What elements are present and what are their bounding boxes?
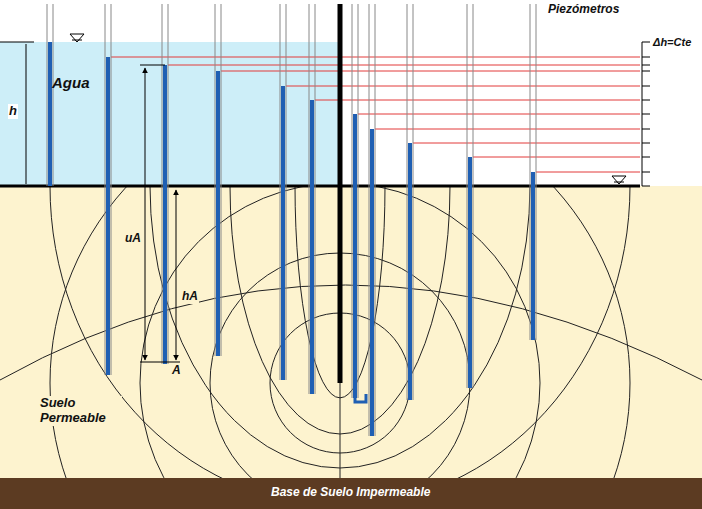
piezometer-water xyxy=(408,143,412,400)
piezometer-tube xyxy=(352,4,353,398)
head-line xyxy=(315,100,640,101)
scale-tick xyxy=(642,172,650,173)
piezometer-water xyxy=(353,114,357,398)
piezometer-title: Piezómetros xyxy=(548,3,619,17)
region-label: Agua xyxy=(52,74,90,91)
head-line xyxy=(375,129,640,130)
head-line xyxy=(221,71,640,72)
scale-tick xyxy=(642,114,650,115)
piezometer-tube xyxy=(407,4,408,400)
dimension-label: uA xyxy=(124,232,142,246)
head-step-label: Δh=Cte xyxy=(652,36,692,49)
piezometer-water xyxy=(48,42,52,186)
head-line xyxy=(168,65,640,66)
piezometer-tube xyxy=(369,4,370,436)
region-label: Suelo Permeable xyxy=(38,396,122,426)
piezometer-tube xyxy=(280,4,281,380)
piezometer-water xyxy=(370,129,374,436)
scale-tick xyxy=(642,71,650,72)
piezometer-water xyxy=(281,86,285,380)
piezometer-tube xyxy=(358,4,359,398)
piezometer-water xyxy=(106,57,110,375)
piezometer-tube xyxy=(413,4,414,400)
scale-tick xyxy=(642,65,650,66)
piezometer-tube xyxy=(473,4,474,388)
scale-tick xyxy=(642,186,650,187)
head-line xyxy=(413,143,640,144)
piezometer-water xyxy=(310,100,314,394)
dimension-label: hA xyxy=(181,290,199,304)
piezometer-tube xyxy=(221,4,222,356)
scale-tick xyxy=(642,57,650,58)
scale-tick xyxy=(642,86,650,87)
piezometer-tube xyxy=(375,4,376,436)
scale-tick xyxy=(642,157,650,158)
piezometer-tube xyxy=(105,4,106,375)
piezometer-water xyxy=(163,65,167,364)
impermeable-base: Base de Suelo Impermeable xyxy=(0,478,702,509)
scale-tick xyxy=(642,129,650,130)
piezometer-tube xyxy=(215,4,216,356)
piezometer-tube xyxy=(467,4,468,388)
head-line xyxy=(473,157,640,158)
piezometer-tube xyxy=(111,4,112,375)
piezometer-water xyxy=(216,71,220,356)
head-line xyxy=(358,114,640,115)
region-label: Base de Suelo Impermeable xyxy=(271,486,430,500)
piezometer-tube xyxy=(315,4,316,394)
piezometer-tube xyxy=(162,4,163,364)
dimension-label: h xyxy=(8,104,18,119)
head-line xyxy=(536,172,640,173)
scale-tick xyxy=(642,100,650,101)
scale-tick xyxy=(642,42,650,43)
piezometer-tube xyxy=(530,4,531,340)
soil-region: Suelo Permeable xyxy=(0,186,702,478)
water-region: Agua xyxy=(0,42,340,186)
point-label: A xyxy=(171,364,182,378)
piezometer-tube xyxy=(168,4,169,364)
piezometer-tube xyxy=(47,4,48,186)
equipotential-line xyxy=(340,383,341,478)
piezometer-water xyxy=(531,172,535,340)
piezometer-tube xyxy=(286,4,287,380)
piezometer-tube xyxy=(309,4,310,394)
piezometer-water xyxy=(468,157,472,388)
scale-tick xyxy=(642,143,650,144)
piezometer-tube xyxy=(536,4,537,340)
piezometer-tip xyxy=(355,394,366,402)
piezometer-tube xyxy=(53,4,54,186)
